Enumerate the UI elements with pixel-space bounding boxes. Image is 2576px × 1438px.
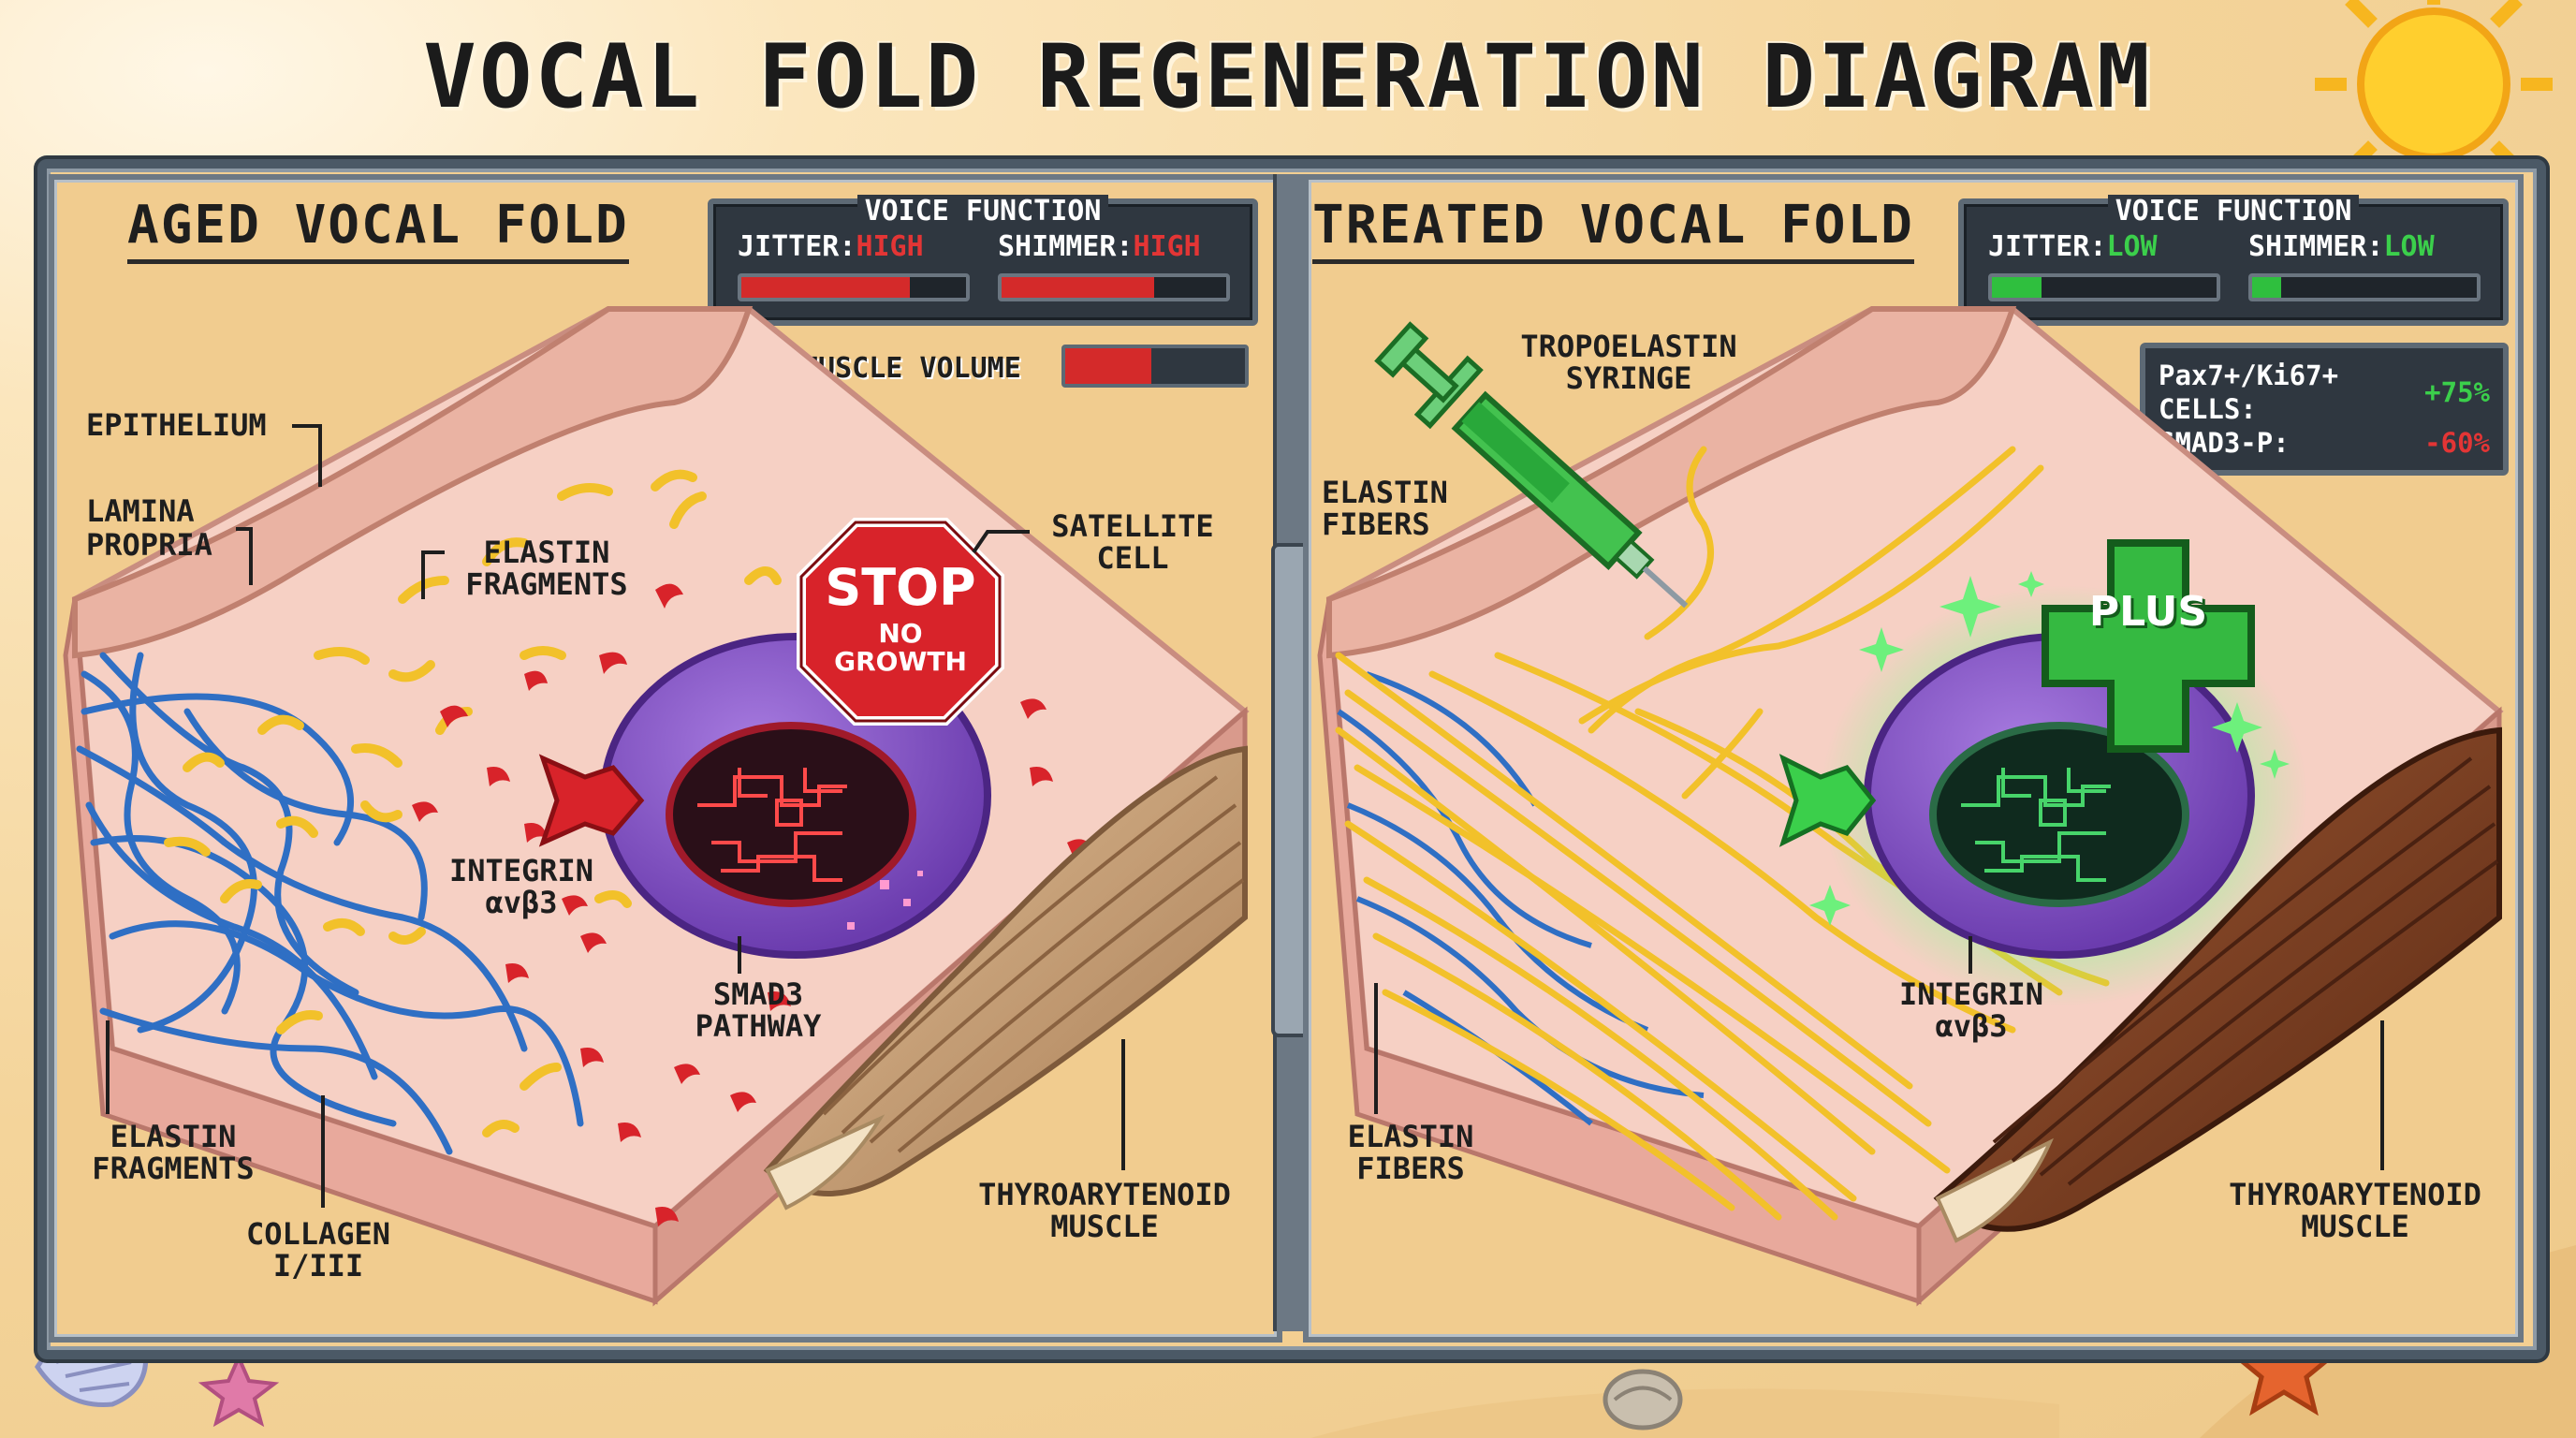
tropoelastin-syringe-icon [1374,321,1689,609]
label-integrin-treated-line1: INTEGRIN [1898,976,2044,1012]
metric-cells-value: +75% [2424,376,2490,408]
aged-tissue-block [63,306,1250,1307]
treated-voice-function-panel: VOICE FUNCTION JITTER:LOW SHIMMER:LOW [1958,195,2509,326]
stop-sign-word: STOP [825,558,976,617]
label-elastin-fragments-bottom-line1: ELASTIN [110,1119,237,1154]
seashell-icon [1603,1369,1683,1431]
label-epithelium: EPITHELIUM [86,407,267,443]
smad3-circuit [697,768,847,882]
aged-voice-function-panel: VOICE FUNCTION JITTER:HIGH SHIMMER:HIGH [708,195,1258,326]
plus-badge-icon [2042,539,2255,753]
nucleus [666,722,916,907]
jitter-bar-fill [741,277,910,298]
elastin-fibers [1335,446,2110,1221]
label-elastin-fibers-top-line1: ELASTIN [1322,475,1448,510]
label-syringe-line2: SYRINGE [1565,360,1692,396]
metric-pax7-label: Pax7+/Ki67+ [2159,360,2339,391]
label-elastin-fibers-bottom-line2: FIBERS [1356,1151,1465,1186]
stop-sign-line2: GROWTH [834,646,967,677]
label-integrin-treated-line2: αvβ3 [1935,1008,2008,1044]
label-leader-lines [106,424,2384,1208]
shimmer-stat: SHIMMER:LOW [2248,230,2435,263]
label-muscle-aged-line1: THYROARYTENOID [978,1177,1231,1212]
shimmer-label: SHIMMER: [998,230,1134,263]
stop-sign-line1: NO [878,618,923,649]
nucleus [1929,722,2189,907]
epithelium-layer [72,306,754,659]
muscle-volume-fill [1065,348,1152,384]
label-elastin-fibers-top-line2: FIBERS [1322,506,1430,542]
collagen-mesh [1337,671,1705,1126]
jitter-bar [738,273,970,301]
shimmer-value: LOW [2383,230,2435,263]
label-collagen-line1: COLLAGEN [245,1216,391,1252]
jitter-value: HIGH [856,230,924,263]
label-smad3-line1: SMAD3 [712,976,804,1012]
metric-smad3-value: -60% [2424,427,2490,459]
label-elastin-fibers-bottom-line1: ELASTIN [1347,1119,1474,1154]
shimmer-bar-fill [2252,277,2282,298]
treated-tissue-block [1317,306,2504,1307]
label-satellite-cell-line1: SATELLITE [1051,508,1214,544]
jitter-bar [1988,273,2220,301]
sparkle-icon [1809,571,2290,926]
label-lamina-propria-line2: PROPRIA [86,527,212,563]
shimmer-bar-fill [1002,277,1155,298]
shimmer-value: HIGH [1133,230,1201,263]
jitter-stat: JITTER:HIGH [738,230,924,263]
label-satellite-cell-line2: CELL [1096,540,1169,576]
jitter-label: JITTER: [738,230,856,263]
label-elastin-fragments-top-line1: ELASTIN [483,535,610,570]
jitter-value: LOW [2106,230,2158,263]
jitter-label: JITTER: [1988,230,2107,263]
voice-function-title: VOICE FUNCTION [856,195,1109,227]
label-syringe-line1: TROPOELASTIN [1520,329,1737,364]
metric-cells-label: CELLS: [2159,393,2257,425]
label-integrin-line1: INTEGRIN [448,853,594,888]
elastin-fragments [164,469,782,1137]
label-muscle-treated-line1: THYROARYTENOID [2229,1177,2481,1212]
aged-integrin-receptor [538,754,645,847]
label-muscle-treated-line2: MUSCLE [2301,1209,2409,1244]
voice-function-title: VOICE FUNCTION [2107,195,2360,227]
label-smad3-line2: PATHWAY [695,1008,822,1044]
jitter-bar-fill [1992,277,2042,298]
metrics-panel: Pax7+/Ki67+ CELLS: +75% SMAD3-P: -60% [2140,343,2509,476]
treated-integrin-receptor [1778,754,1877,847]
label-integrin-line2: αvβ3 [485,885,558,920]
shimmer-stat: SHIMMER:HIGH [998,230,1201,263]
label-collagen-line2: I/III [272,1248,364,1284]
treated-header: TREATED VOCAL FOLD [1312,195,1914,264]
aged-thyroarytenoid-muscle [763,745,1248,1211]
shimmer-bar [2248,273,2481,301]
shimmer-label: SHIMMER: [2248,230,2384,263]
sand-dune [1310,1388,2059,1438]
treated-thyroarytenoid-muscle [1933,726,2502,1243]
smad3-circuit [1961,768,2111,882]
muscle-volume-bar [1061,345,1249,388]
sparkle-icon [847,871,923,930]
starfish-icon [198,1353,280,1428]
shimmer-bar [998,273,1230,301]
label-elastin-fragments-top-line2: FRAGMENTS [465,566,628,602]
aged-header: AGED VOCAL FOLD [127,195,629,264]
jitter-stat: JITTER:LOW [1988,230,2158,263]
label-lamina-propria-line1: LAMINA [86,493,195,529]
label-elastin-fragments-bottom-line2: FRAGMENTS [92,1151,255,1186]
stop-sign-icon [797,518,1004,726]
diagram-title: VOCAL FOLD REGENERATION DIAGRAM [423,26,2153,128]
label-muscle-aged-line2: MUSCLE [1050,1209,1159,1244]
plus-badge-text: PLUS [2088,588,2208,636]
